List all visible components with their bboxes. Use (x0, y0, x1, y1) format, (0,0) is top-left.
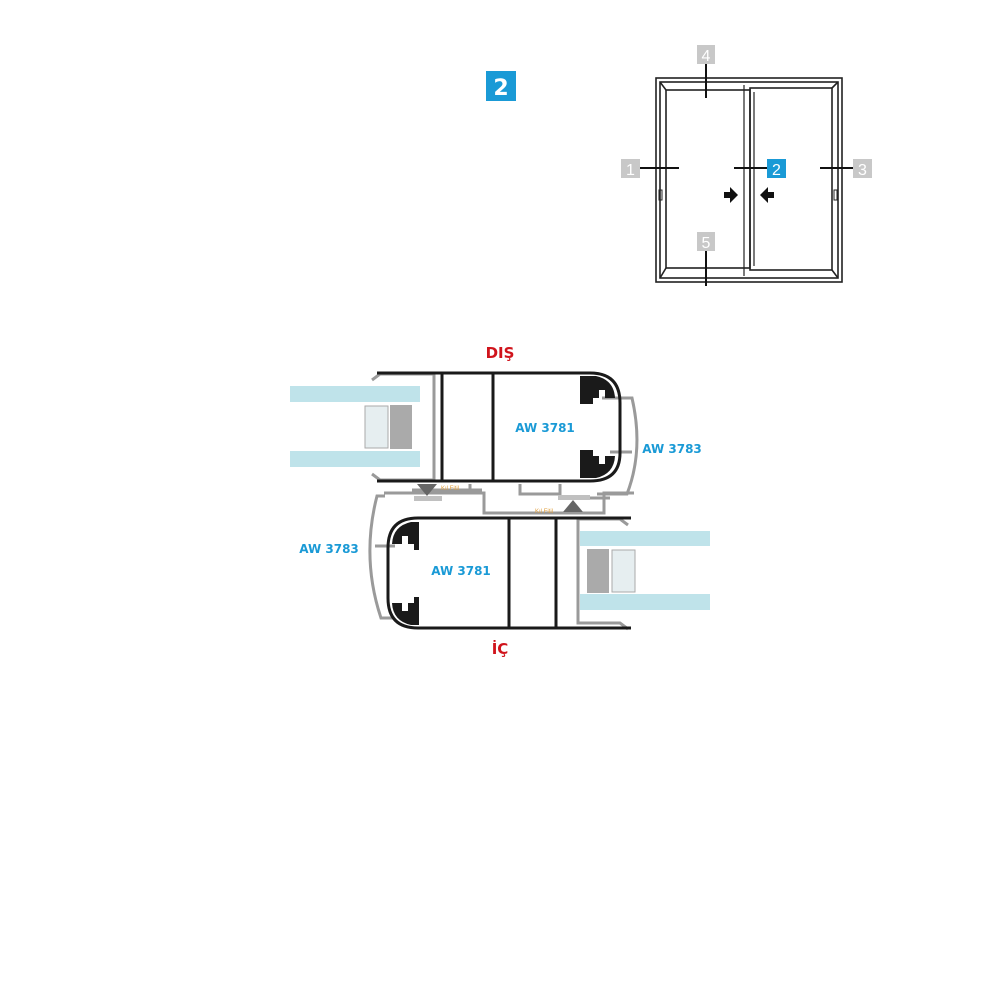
spacer-bottom (611, 549, 636, 593)
glass-pane-bottom-inner (580, 594, 710, 610)
marker-4[interactable]: 4 (697, 45, 715, 65)
brush-seal-label-2: Kıl Fitil (535, 509, 553, 515)
gasket-1 (414, 496, 442, 501)
section-drawing: DIŞ İÇ AW 3781 AW 3781 AW 3783 AW 3783 K… (290, 344, 710, 658)
brush-seal-label-1: Kıl Fitil (441, 486, 459, 492)
outer-frame (655, 77, 843, 283)
profile-label-interlock-right: AW 3783 (642, 442, 702, 456)
profile-label-sash-top: AW 3781 (515, 421, 575, 435)
arrow-left-icon (760, 187, 774, 203)
glass-pane-top-outer (290, 386, 420, 402)
marker-2-label: 2 (772, 162, 781, 179)
outside-label: DIŞ (486, 344, 515, 362)
top-sash-profile (377, 371, 622, 483)
marker-5[interactable]: 5 (697, 232, 715, 252)
marker-3[interactable]: 3 (853, 159, 872, 179)
elevation-markers: 1 2 3 4 5 (621, 45, 872, 252)
handle-left (658, 189, 663, 201)
glass-pane-top-inner (290, 451, 420, 467)
glass-pane-bottom-outer (580, 531, 710, 546)
inside-label: İÇ (492, 639, 509, 658)
marker-5-label: 5 (702, 235, 711, 252)
marker-4-label: 4 (702, 48, 711, 65)
section-badge-number: 2 (493, 76, 508, 101)
gasket-2 (558, 495, 590, 500)
marker-1-label: 1 (626, 162, 635, 179)
sealant-bottom (587, 549, 609, 593)
handle-right (833, 189, 838, 201)
profile-label-interlock-left: AW 3783 (299, 542, 359, 556)
spacer-top (364, 405, 389, 449)
brush-seal-2-icon (563, 500, 583, 512)
window-elevation (640, 64, 853, 286)
inner-frame (659, 81, 839, 279)
bottom-sash-profile (386, 516, 631, 630)
sealant-top (390, 405, 412, 449)
arrow-right-icon (724, 187, 738, 203)
marker-3-label: 3 (858, 162, 867, 179)
marker-1[interactable]: 1 (621, 159, 640, 179)
brush-seal-1-icon (417, 484, 437, 496)
right-sash (749, 87, 833, 271)
section-badge: 2 (486, 71, 516, 101)
profile-label-sash-bottom: AW 3781 (431, 564, 491, 578)
marker-2[interactable]: 2 (767, 159, 786, 179)
